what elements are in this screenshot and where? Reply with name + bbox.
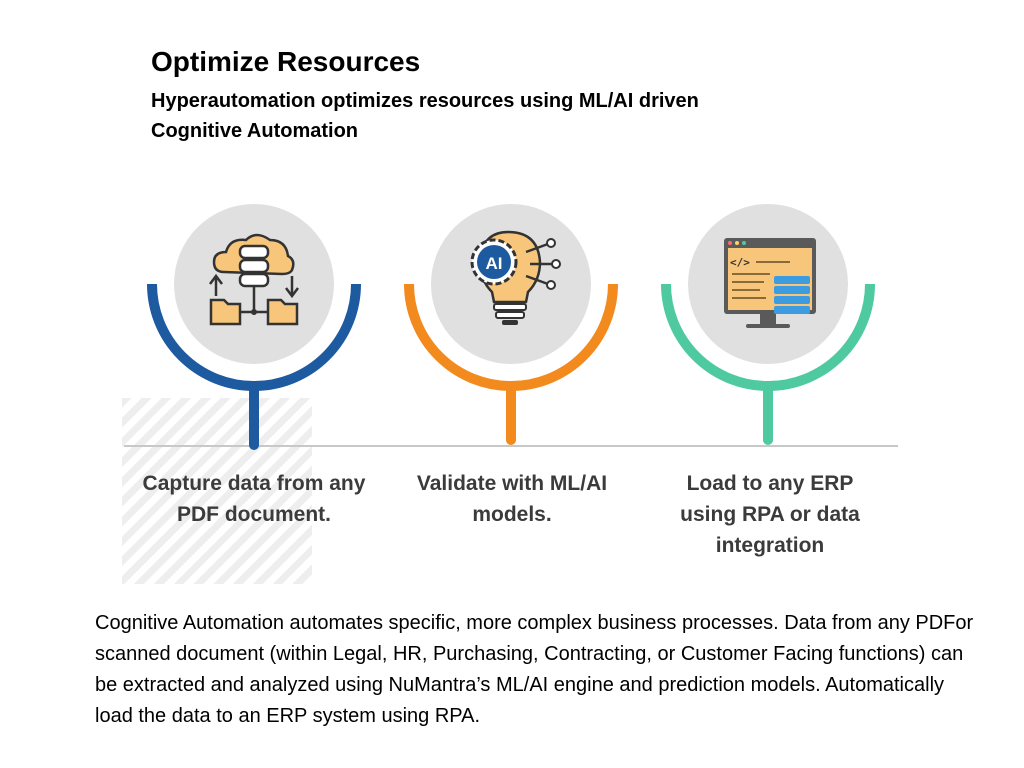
- monitor-code-icon: </>: [724, 238, 816, 328]
- cloud-database-folders-icon: [209, 233, 299, 326]
- ai-lightbulb-icon: AI: [470, 230, 561, 325]
- step-3-label: Load to any ERP using RPA or data integr…: [680, 472, 860, 557]
- step-2-graphic: AI: [404, 204, 618, 445]
- step-1-label: Capture data from any PDF document.: [142, 472, 366, 526]
- hatched-background: [122, 398, 312, 584]
- step-1-graphic: [147, 204, 361, 450]
- step-3-graphic: </>: [661, 204, 875, 445]
- description-paragraph: Cognitive Automation automates specific,…: [95, 612, 974, 727]
- svg-text:</>: </>: [730, 256, 750, 269]
- page-subtitle: Hyperautomation optimizes resources usin…: [151, 90, 699, 142]
- step-2-label: Validate with ML/AI models.: [416, 472, 608, 526]
- process-diagram: AI </>: [124, 204, 898, 450]
- svg-text:AI: AI: [486, 254, 503, 273]
- page-title: Optimize Resources: [151, 46, 421, 77]
